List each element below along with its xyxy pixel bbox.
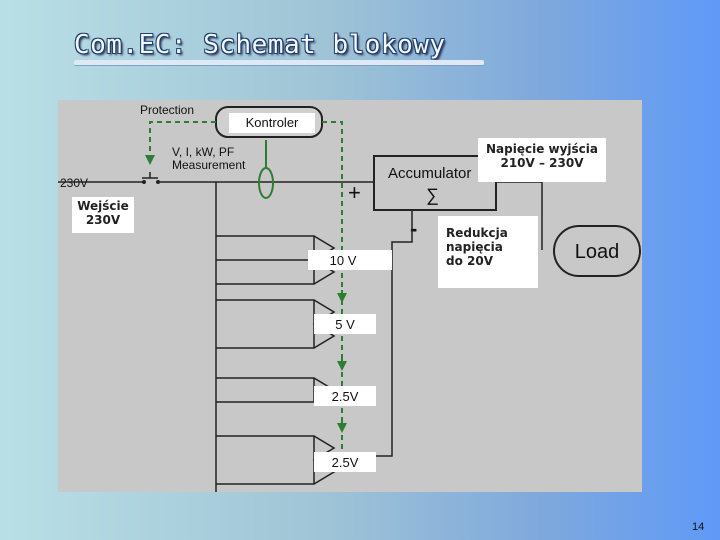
block-diagram: Protection Kontroler V, I, kW, PF Measur… xyxy=(58,100,642,492)
load-box xyxy=(553,225,641,277)
stage-4-label: 2.5V xyxy=(332,455,359,470)
output-callout-line-1: Napięcie wyjścia xyxy=(485,142,598,156)
accumulator-label: Accumulator xyxy=(388,165,471,182)
title-underline xyxy=(74,60,484,66)
diagram-canvas: Protection Kontroler V, I, kW, PF Measur… xyxy=(58,103,641,492)
minus-symbol: - xyxy=(410,216,417,241)
reduction-callout-line-2: napięcia xyxy=(446,240,503,254)
stage-4-label-bg xyxy=(314,452,376,472)
input-callout: Wejście 230V xyxy=(72,197,134,233)
protection-control-line xyxy=(145,121,216,165)
stage-3-label: 2.5V xyxy=(332,389,359,404)
current-sensor-icon xyxy=(258,167,274,199)
controller-label: Kontroler xyxy=(246,115,299,130)
reduction-callout: Redukcja napięcia do 20V xyxy=(438,216,538,288)
measurement-label-1: V, I, kW, PF xyxy=(172,145,234,159)
reduction-callout-line-1: Redukcja xyxy=(446,226,508,240)
output-callout: Napięcie wyjścia 210V – 230V xyxy=(478,138,606,182)
stage-1-label-bg xyxy=(308,250,392,270)
stage-2-label: 5 V xyxy=(335,317,355,332)
controller-label-bg xyxy=(229,113,315,133)
stage-3-label-bg xyxy=(314,386,376,406)
output-wire xyxy=(496,181,543,250)
switch-contact-left xyxy=(142,180,146,184)
input-callout-line-1: Wejście xyxy=(77,199,129,213)
load-label: Load xyxy=(575,241,620,263)
measurement-label-2: Measurement xyxy=(172,158,246,172)
sigma-symbol: ∑ xyxy=(426,185,439,205)
page-number: 14 xyxy=(692,521,705,533)
reduction-callout-line-3: do 20V xyxy=(446,254,493,268)
input-callout-line-2: 230V xyxy=(85,213,121,227)
plus-symbol: + xyxy=(348,180,361,205)
slide-title: Com.EC: Schemat blokowy xyxy=(74,30,446,60)
accumulator-box xyxy=(373,155,497,211)
stage-2-label-bg xyxy=(314,314,376,334)
output-callout-line-2: 210V – 230V xyxy=(500,156,584,170)
input-voltage-label: 230V xyxy=(60,176,88,190)
stage-control-line xyxy=(322,121,343,273)
stage-1-label: 10 V xyxy=(330,253,357,268)
protection-label: Protection xyxy=(140,103,194,117)
